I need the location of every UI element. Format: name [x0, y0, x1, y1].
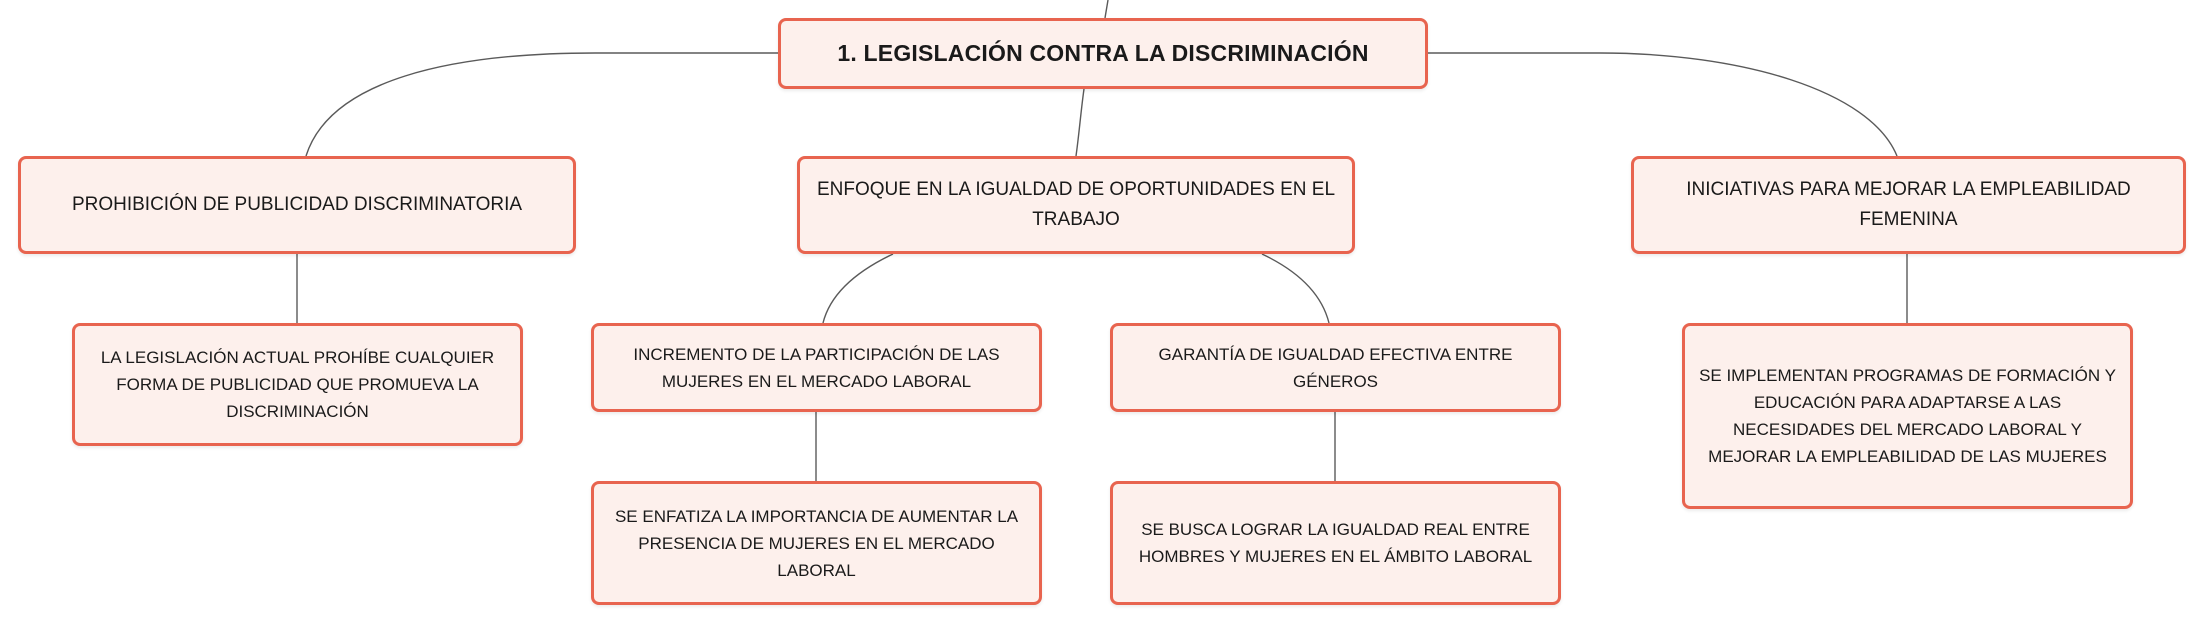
connector-root-to-enfoque	[1075, 88, 1085, 157]
connector-root-to-prohibicion	[305, 52, 778, 157]
subtopic-garantia-igualdad[interactable]: GARANTÍA DE IGUALDAD EFECTIVA ENTRE GÉNE…	[1110, 323, 1561, 412]
topic-prohibicion-publicidad[interactable]: PROHIBICIÓN DE PUBLICIDAD DISCRIMINATORI…	[18, 156, 576, 254]
subtopic-incremento-participacion[interactable]: INCREMENTO DE LA PARTICIPACIÓN DE LAS MU…	[591, 323, 1042, 412]
subtopic-label: LA LEGISLACIÓN ACTUAL PROHÍBE CUALQUIER …	[100, 348, 495, 421]
subtopic-programas-formacion[interactable]: SE IMPLEMENTAN PROGRAMAS DE FORMACIÓN Y …	[1682, 323, 2133, 509]
topic-iniciativas-empleabilidad[interactable]: INICIATIVAS PARA MEJORAR LA EMPLEABILIDA…	[1631, 156, 2186, 254]
subtopic-label: SE IMPLEMENTAN PROGRAMAS DE FORMACIÓN Y …	[1699, 366, 2116, 466]
connector-root-to-parent	[1104, 0, 1109, 19]
connector-root-to-iniciativas	[1428, 52, 1898, 157]
subtopic-label: INCREMENTO DE LA PARTICIPACIÓN DE LAS MU…	[633, 344, 1000, 391]
subtopic-legislacion-prohibe[interactable]: LA LEGISLACIÓN ACTUAL PROHÍBE CUALQUIER …	[72, 323, 523, 446]
topic-label: INICIATIVAS PARA MEJORAR LA EMPLEABILIDA…	[1686, 179, 2131, 230]
subtopic-label: SE BUSCA LOGRAR LA IGUALDAD REAL ENTRE H…	[1138, 520, 1533, 566]
subtopic-label: GARANTÍA DE IGUALDAD EFECTIVA ENTRE GÉNE…	[1158, 344, 1513, 391]
topic-label: PROHIBICIÓN DE PUBLICIDAD DISCRIMINATORI…	[71, 194, 523, 215]
topic-label: ENFOQUE EN LA IGUALDAD DE OPORTUNIDADES …	[816, 179, 1336, 230]
connector-enfoque-to-incremento	[822, 253, 894, 324]
connector-enfoque-to-garantia	[1261, 253, 1330, 324]
root-topic-label: 1. LEGISLACIÓN CONTRA LA DISCRIMINACIÓN	[837, 40, 1369, 66]
subtopic-label: SE ENFATIZA LA IMPORTANCIA DE AUMENTAR L…	[614, 506, 1019, 580]
topic-enfoque-igualdad[interactable]: ENFOQUE EN LA IGUALDAD DE OPORTUNIDADES …	[797, 156, 1355, 254]
subtopic-igualdad-real[interactable]: SE BUSCA LOGRAR LA IGUALDAD REAL ENTRE H…	[1110, 481, 1561, 605]
subtopic-enfatiza-importancia[interactable]: SE ENFATIZA LA IMPORTANCIA DE AUMENTAR L…	[591, 481, 1042, 605]
root-topic[interactable]: 1. LEGISLACIÓN CONTRA LA DISCRIMINACIÓN	[778, 18, 1428, 89]
